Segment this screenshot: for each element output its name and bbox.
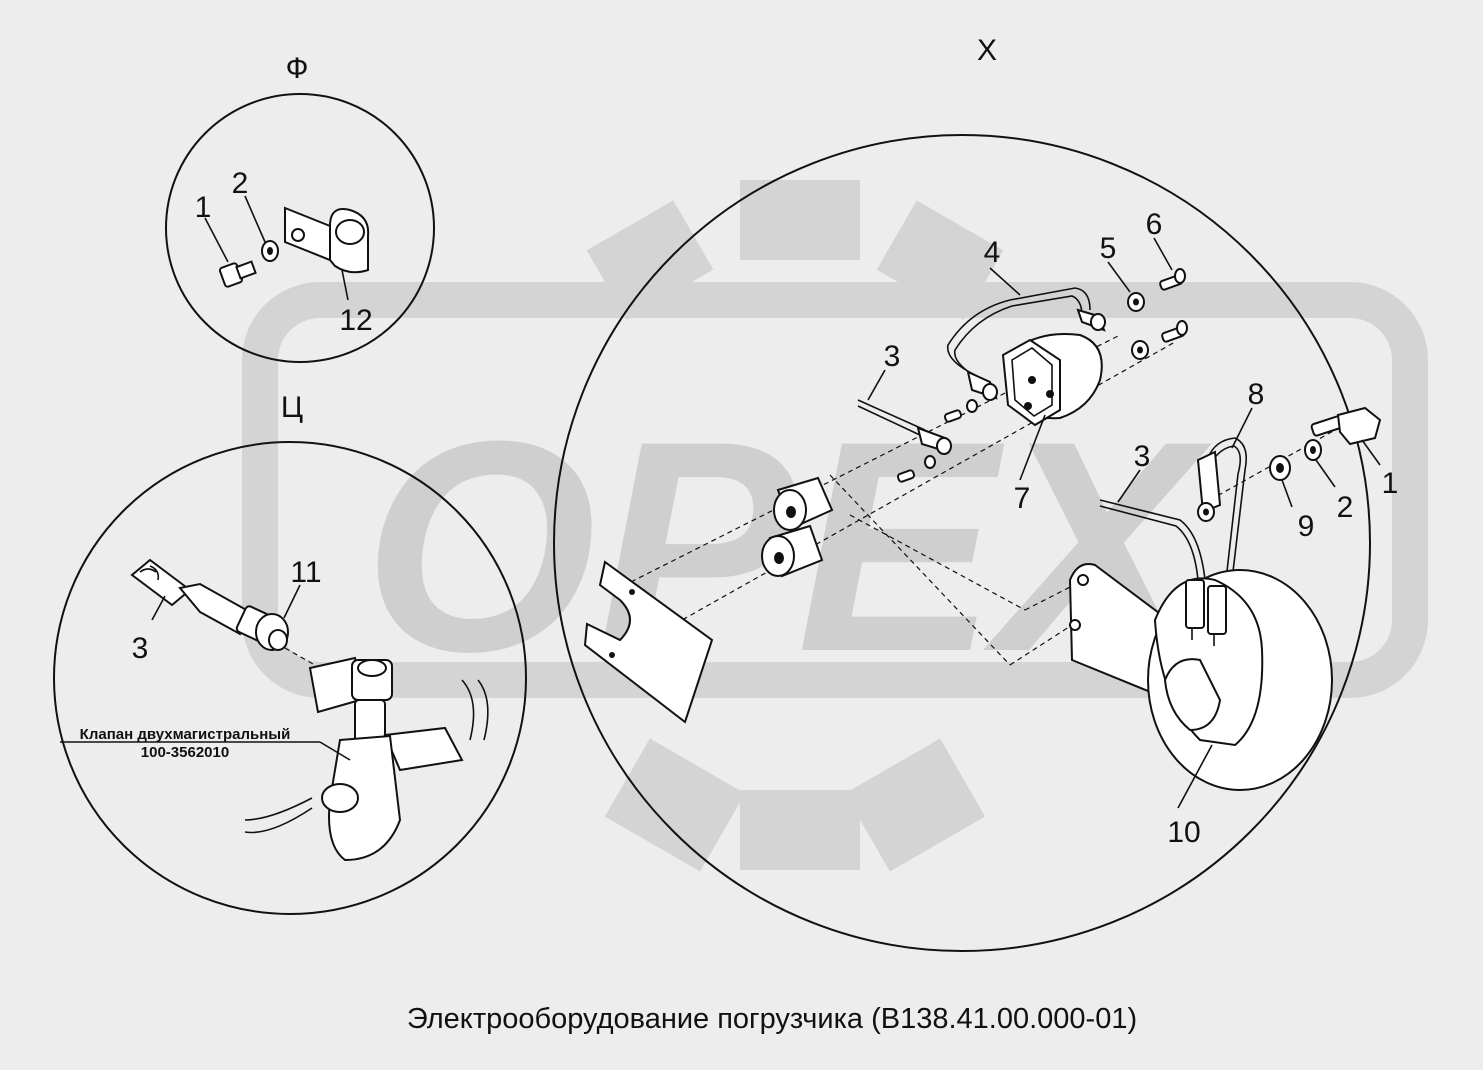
wire-part-3-left [857,399,978,483]
watermark-frame [242,282,1428,698]
callout-2: 2 [232,167,249,200]
callout-4: 4 [984,236,1001,269]
view-phi-title: Ф [286,52,309,85]
view-phi-circle [165,93,435,363]
callout-3b: 3 [1134,440,1151,473]
washer-part-5-upper [1127,292,1145,312]
callout-1: 1 [195,191,212,224]
callout-11: 11 [290,556,321,589]
view-kh-circle [553,134,1371,952]
callout-2: 2 [1337,491,1354,524]
view-tse: Ц 3 11 Клапан двухмагист [53,391,527,915]
gear-tooth [844,738,986,872]
bracket-plate [583,560,714,724]
washer-part-2 [1304,439,1322,461]
valve-code-label: 100-3562010 [141,744,229,761]
view-kh: Х [553,34,1399,952]
diagram-caption: Электрооборудование погрузчика (В138.41.… [407,1003,1137,1035]
screw-part-6-upper [1159,268,1186,291]
view-tse-title: Ц [281,391,303,424]
valve-name-label: Клапан двухмагистральный [80,726,291,743]
screw-part-6-lower [1161,320,1188,343]
callout-7: 7 [1014,482,1031,515]
view-tse-circle [53,441,527,915]
callout-1: 1 [1382,467,1399,500]
horn-part-10 [1068,563,1333,791]
relay-part-7 [1001,333,1103,427]
wire-part-8 [1196,437,1248,581]
bolt-part-1 [1310,406,1382,446]
double-line-valve [244,656,489,862]
pressure-sensor-part-11 [255,613,321,669]
wire-part-3 [130,558,192,607]
gear-tooth [740,180,860,260]
spacer-bushing-lower [761,524,824,578]
gear-tooth [604,738,746,872]
callout-8: 8 [1248,378,1265,411]
wire-part-3-right [1099,499,1206,581]
callout-10: 10 [1167,816,1200,849]
view-kh-title: Х [977,34,997,67]
spacer-bushing-upper [773,476,834,531]
view-phi: Ф 1 2 12 [165,52,435,363]
washer-part-9 [1269,455,1291,481]
bolt-part-1 [218,260,257,288]
callout-6: 6 [1146,208,1163,241]
wire-part-4 [946,287,1106,401]
gear-tooth [740,790,860,870]
callout-3: 3 [132,632,149,665]
washer-part-5-lower [1131,340,1149,360]
callout-5: 5 [1100,232,1117,265]
clamp-part-12 [284,206,370,274]
callout-12: 12 [339,304,372,337]
callout-3a: 3 [884,340,901,373]
callout-9: 9 [1298,510,1315,543]
